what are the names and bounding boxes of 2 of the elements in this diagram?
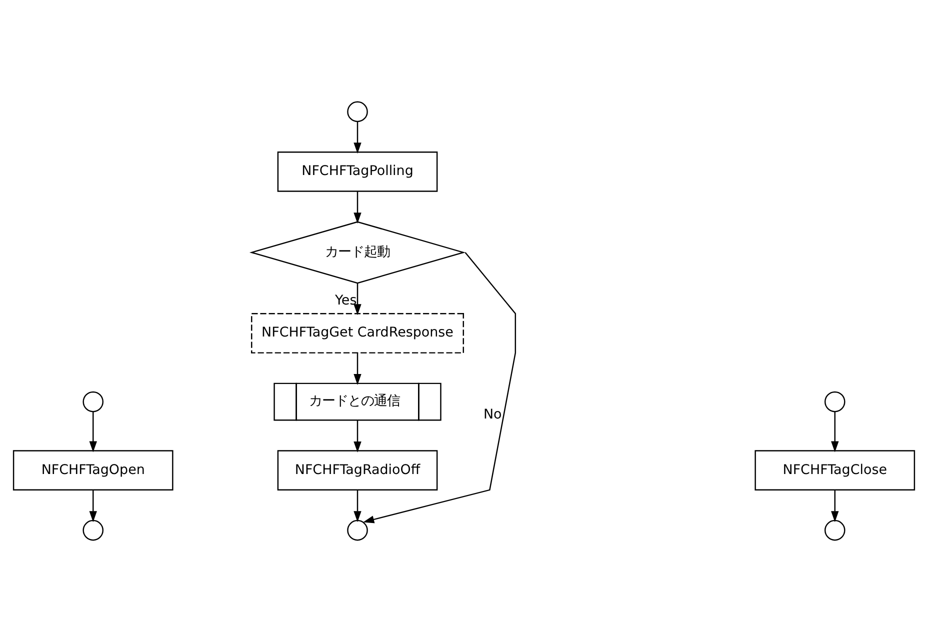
edge-label: Yes: [335, 293, 357, 308]
edge-label: No: [483, 406, 502, 422]
